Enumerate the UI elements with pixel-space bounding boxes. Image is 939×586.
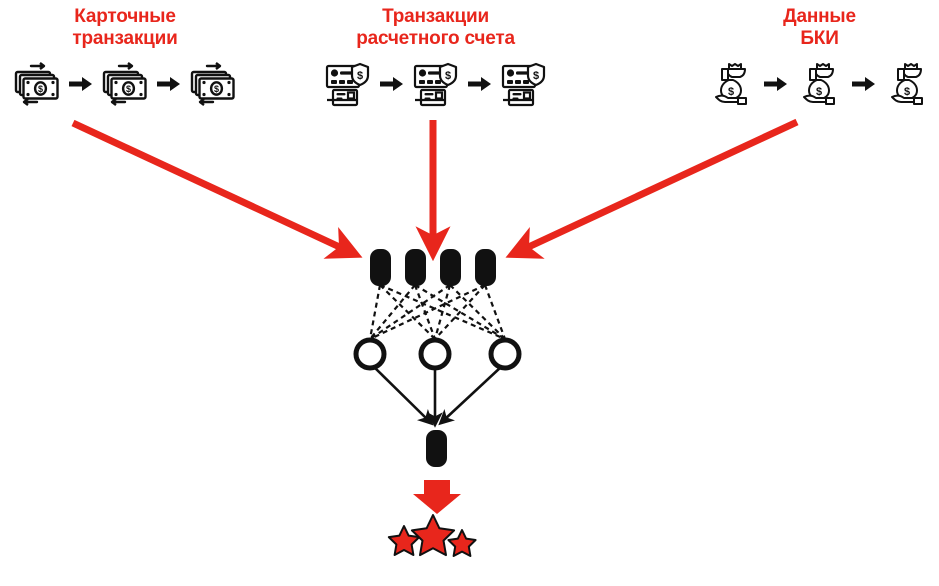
input-node — [370, 249, 391, 286]
source-title-credit-bureau: Данные БКИ — [783, 6, 856, 49]
result-red-down-arrow — [413, 480, 461, 514]
source-title-card-transactions: Карточные транзакции — [72, 6, 178, 49]
right-arrow-icon — [467, 60, 493, 108]
input-node — [405, 249, 426, 286]
feed-arrow-card-transactions — [71, 119, 363, 259]
icon-row-credit-bureau: $ $ — [700, 60, 939, 108]
three-star-rating — [387, 514, 477, 557]
hidden-node — [488, 337, 522, 371]
source-group-settlement-account: Транзакции расчетного счета — [303, 6, 568, 108]
money-transfer-icon: $ — [188, 60, 238, 108]
output-node — [426, 430, 447, 467]
svg-text:$: $ — [532, 70, 538, 82]
input-node — [475, 249, 496, 286]
hidden-node — [418, 337, 452, 371]
money-transfer-icon: $ — [12, 60, 62, 108]
svg-text:$: $ — [903, 86, 909, 98]
hidden-node — [353, 337, 387, 371]
hidden-layer — [353, 337, 522, 371]
right-arrow-icon — [68, 60, 94, 108]
pos-terminal-secure-icon: $ — [323, 60, 373, 108]
feed-arrow-credit-bureau — [505, 118, 799, 259]
star-left — [387, 525, 421, 556]
icon-row-card-transactions: $ — [0, 60, 250, 108]
svg-text:$: $ — [214, 84, 219, 94]
money-transfer-icon: $ — [100, 60, 150, 108]
svg-text:$: $ — [38, 84, 43, 94]
svg-text:$: $ — [727, 86, 733, 98]
right-arrow-icon — [763, 60, 789, 108]
input-to-hidden-connections — [368, 283, 507, 341]
star-right — [447, 529, 477, 557]
source-title-settlement-account: Транзакции расчетного счета — [356, 6, 515, 49]
icon-row-settlement-account: $ — [303, 60, 568, 108]
source-group-credit-bureau: Данные БКИ $ — [700, 6, 939, 108]
pos-terminal-secure-icon: $ — [499, 60, 549, 108]
hidden-to-output-connections — [373, 366, 502, 428]
pos-terminal-secure-icon: $ — [411, 60, 461, 108]
svg-text:$: $ — [444, 70, 450, 82]
source-group-card-transactions: Карточные транзакции — [0, 6, 250, 108]
hand-money-bag-icon: $ — [707, 60, 757, 108]
svg-text:$: $ — [815, 86, 821, 98]
input-layer — [370, 249, 496, 286]
right-arrow-icon — [156, 60, 182, 108]
svg-text:$: $ — [356, 70, 362, 82]
star-center — [410, 514, 456, 557]
input-node — [440, 249, 461, 286]
hand-money-bag-icon: $ — [795, 60, 845, 108]
right-arrow-icon — [379, 60, 405, 108]
output-layer — [426, 430, 447, 467]
right-arrow-icon — [851, 60, 877, 108]
hand-money-bag-icon: $ — [883, 60, 933, 108]
svg-text:$: $ — [126, 84, 131, 94]
